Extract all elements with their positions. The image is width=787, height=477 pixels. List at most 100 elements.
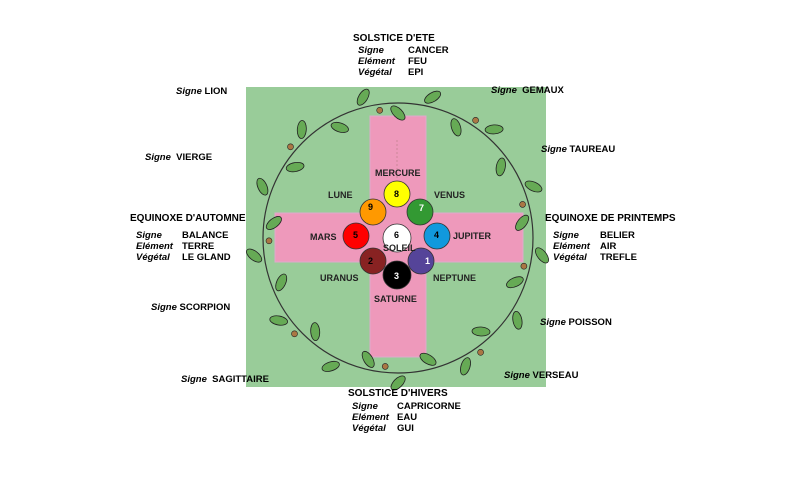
equinoxe-automne-signe-label: Signe bbox=[136, 230, 162, 241]
oak-leaf bbox=[321, 360, 340, 372]
oak-leaf bbox=[506, 276, 524, 289]
acorn bbox=[520, 262, 528, 270]
oak-leaf bbox=[515, 214, 530, 231]
planet-lune-label: LUNE bbox=[328, 190, 353, 200]
sign-verseau-label: Signe bbox=[504, 370, 530, 381]
solstice-ete-element-label: Elément bbox=[358, 56, 395, 67]
acorn bbox=[519, 201, 526, 208]
sign-sagittaire-value: SAGITTAIRE bbox=[212, 374, 269, 385]
oak-leaf bbox=[390, 375, 406, 391]
sign-sagittaire-label: Signe bbox=[181, 374, 207, 385]
planet-mars-number: 5 bbox=[353, 230, 358, 240]
planet-uranus-label: URANUS bbox=[320, 273, 359, 283]
oak-leaves bbox=[246, 88, 549, 391]
equinoxe-printemps-vegetal-label: Végétal bbox=[553, 252, 587, 263]
sign-poisson-label: Signe bbox=[540, 317, 566, 328]
oak-leaf bbox=[285, 161, 305, 173]
acorn bbox=[265, 237, 273, 245]
planet-saturne-label: SATURNE bbox=[374, 294, 417, 304]
acorn bbox=[477, 348, 484, 356]
oak-leaf bbox=[361, 350, 375, 368]
sign-poisson: Signe POISSON bbox=[540, 317, 612, 328]
solstice-hiver-signe: CAPRICORNE bbox=[397, 401, 461, 412]
solstice-hiver-vegetal-label: Végétal bbox=[352, 423, 386, 434]
planet-neptune-label: NEPTUNE bbox=[433, 273, 476, 283]
solstice-ete-element: FEU bbox=[408, 56, 427, 67]
solstice-hiver-title: SOLSTICE D'HIVERS bbox=[348, 388, 448, 399]
sign-scorpion: Signe SCORPION bbox=[151, 302, 230, 313]
equinoxe-printemps-signe: BELIER bbox=[600, 230, 635, 241]
sign-scorpion-label: Signe bbox=[151, 302, 177, 313]
solstice-hiver-element-label: Elément bbox=[352, 412, 389, 423]
acorn bbox=[291, 330, 298, 338]
planet-jupiter-dot bbox=[423, 222, 451, 250]
equinoxe-printemps-signe-label: Signe bbox=[553, 230, 579, 241]
equinoxe-printemps-element: AIR bbox=[600, 241, 617, 252]
planet-lune-number: 9 bbox=[368, 202, 373, 212]
oak-leaf bbox=[419, 352, 437, 366]
oak-leaf bbox=[269, 315, 288, 326]
solstice-hiver-vegetal: GUI bbox=[397, 423, 414, 434]
oak-leaf bbox=[296, 120, 307, 139]
planet-saturne-dot bbox=[382, 260, 412, 290]
oak-leaf bbox=[246, 248, 263, 263]
planet-mercure-dot bbox=[383, 180, 411, 208]
acorn bbox=[287, 143, 294, 151]
planet-venus-number: 7 bbox=[419, 203, 424, 213]
oak-leaf bbox=[310, 322, 321, 341]
equinoxe-automne-vegetal-label: Végétal bbox=[136, 252, 170, 263]
planet-mercure-label: MERCURE bbox=[375, 168, 421, 178]
planet-mars-dot bbox=[342, 222, 370, 250]
sign-verseau-value: VERSEAU bbox=[532, 370, 579, 381]
acorn bbox=[381, 363, 389, 370]
oak-leaf bbox=[471, 326, 491, 337]
solstice-ete-vegetal-label: Végétal bbox=[358, 67, 392, 78]
oak-leaf bbox=[390, 105, 406, 121]
sign-gemaux-label: Signe bbox=[491, 85, 517, 96]
solstice-ete-vegetal: EPI bbox=[408, 67, 424, 78]
sign-lion-value: LION bbox=[204, 86, 228, 97]
equinoxe-automne-element: TERRE bbox=[182, 241, 215, 252]
planet-soleil-number: 6 bbox=[394, 230, 399, 240]
sign-vierge-label: Signe bbox=[145, 152, 171, 163]
sign-taureau-label: Signe bbox=[541, 144, 567, 155]
planet-neptune-dot bbox=[407, 247, 435, 275]
solstice-ete-title: SOLSTICE D'ETE bbox=[353, 33, 435, 44]
equinoxe-printemps-element-label: Elément bbox=[553, 241, 590, 252]
planet-jupiter-number: 4 bbox=[434, 230, 439, 240]
oak-leaf bbox=[450, 118, 462, 137]
sign-vierge: Signe VIERGE bbox=[145, 152, 212, 163]
sign-taureau: Signe TAUREAU bbox=[541, 144, 615, 155]
sign-lion-label: Signe bbox=[176, 86, 202, 97]
planet-soleil-dot bbox=[382, 223, 412, 253]
circular-path bbox=[262, 102, 534, 374]
oak-leaf bbox=[535, 247, 549, 264]
equinoxe-printemps-title: EQUINOXE DE PRINTEMPS bbox=[545, 213, 676, 224]
acorn bbox=[376, 107, 384, 114]
planet-uranus-number: 2 bbox=[368, 256, 373, 266]
oak-leaf bbox=[460, 357, 471, 376]
sign-gemaux-value: GEMAUX bbox=[522, 85, 564, 96]
planet-lune-dot bbox=[359, 198, 387, 226]
solstice-hiver-signe-label: Signe bbox=[352, 401, 378, 412]
planet-mars-label: MARS bbox=[310, 232, 337, 242]
planet-neptune-number: 1 bbox=[425, 256, 430, 266]
oak-leaf bbox=[512, 311, 523, 330]
equinoxe-automne-signe: BALANCE bbox=[182, 230, 229, 241]
sign-verseau: Signe VERSEAU bbox=[504, 370, 578, 381]
planet-venus-label: VENUS bbox=[434, 190, 465, 200]
sign-lion: Signe LION bbox=[176, 86, 227, 97]
equinoxe-automne-title: EQUINOXE D'AUTOMNE bbox=[130, 213, 246, 224]
sign-poisson-value: POISSON bbox=[568, 317, 612, 328]
sign-gemaux: Signe GEMAUX bbox=[491, 85, 564, 96]
oak-leaf bbox=[495, 157, 506, 177]
oak-leaf bbox=[275, 273, 288, 292]
planet-mercure-number: 8 bbox=[394, 189, 399, 199]
sign-taureau-value: TAUREAU bbox=[569, 144, 616, 155]
oak-leaf bbox=[256, 177, 269, 196]
oak-leaf bbox=[424, 90, 442, 104]
equinoxe-automne-vegetal: LE GLAND bbox=[182, 252, 231, 263]
equinoxe-printemps-vegetal: TREFLE bbox=[600, 252, 637, 263]
